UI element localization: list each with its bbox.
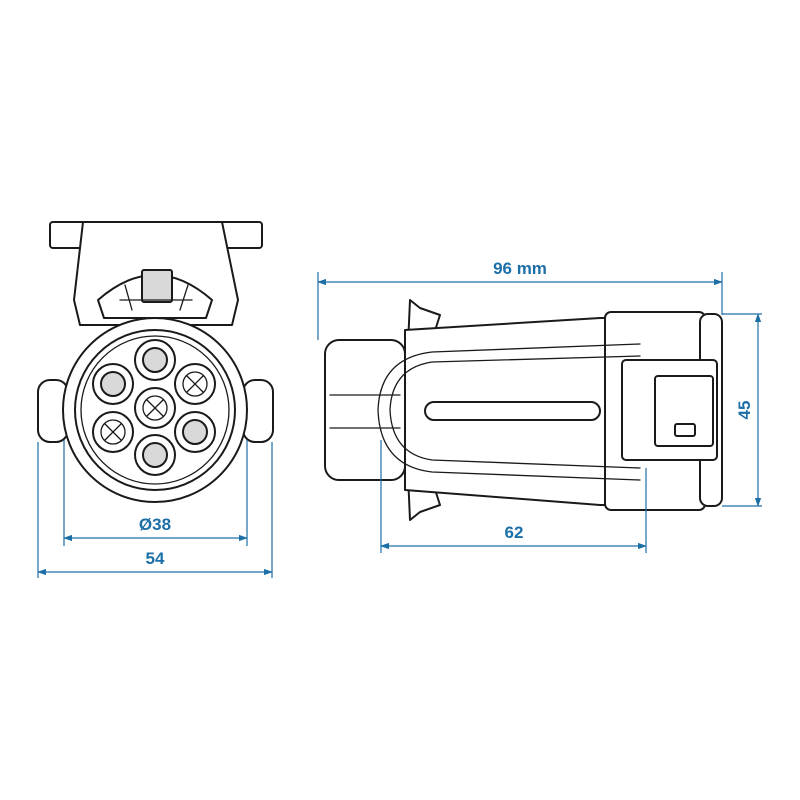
pin-bottom: [134, 434, 176, 476]
latch-inner: [654, 375, 714, 447]
dimension-label-total-length: 96 mm: [493, 259, 547, 278]
body-slot: [424, 401, 601, 421]
latch-button: [674, 423, 696, 437]
pin-top: [134, 339, 176, 381]
pin-center: [134, 387, 176, 429]
dimension-label-height: 45: [735, 401, 754, 420]
dimension-label-width: 54: [146, 549, 165, 568]
rear-nut: [324, 339, 406, 481]
pin-upper-left: [92, 363, 134, 405]
dimension-label-body-length: 62: [505, 523, 524, 542]
pin-upper-right: [174, 363, 216, 405]
pin-lower-left: [92, 411, 134, 453]
side-view: 96 mm 62 45: [317, 259, 762, 553]
hinge-latch: [141, 269, 173, 303]
hinge-arm: [377, 343, 641, 481]
front-view: Ø38 54: [37, 221, 274, 578]
dimension-label-diameter: Ø38: [139, 515, 171, 534]
pin-lower-right: [174, 411, 216, 453]
